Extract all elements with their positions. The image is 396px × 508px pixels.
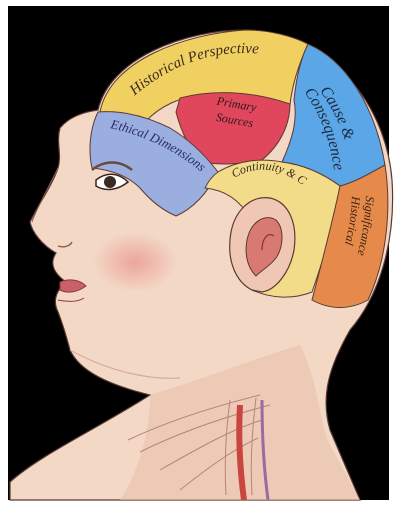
cheek-blush <box>93 232 177 292</box>
